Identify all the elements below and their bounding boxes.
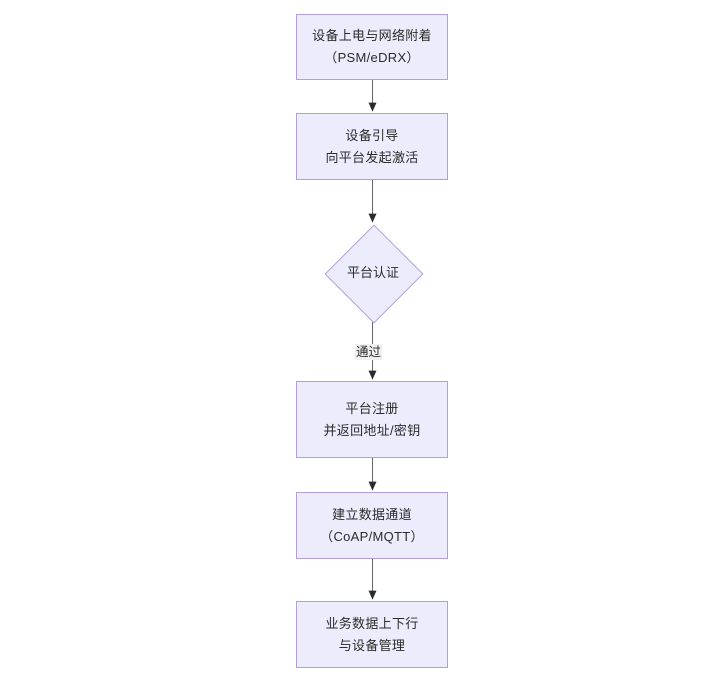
node-platform-registration[interactable]: 平台注册 并返回地址/密钥 [296, 381, 448, 458]
node-label-line-2: （PSM/eDRX） [324, 50, 420, 65]
node-establish-data-channel[interactable]: 建立数据通道 （CoAP/MQTT） [296, 492, 448, 559]
node-label-line-1: 平台注册 [345, 400, 399, 416]
node-device-power-on[interactable]: 设备上电与网络附着 （PSM/eDRX） [296, 14, 448, 80]
node-device-bootstrap[interactable]: 设备引导 向平台发起激活 [296, 113, 448, 180]
node-label-line-2: （CoAP/MQTT） [320, 528, 424, 544]
node-label-line-2: 与设备管理 [338, 637, 406, 653]
node-label-line-1: 建立数据通道 [332, 506, 412, 522]
edge-label-pass: 通过 [355, 344, 383, 360]
node-label-line-1: 设备上电与网络附着 [312, 28, 432, 43]
node-label-line-2: 向平台发起激活 [325, 149, 419, 165]
node-label-line-1: 业务数据上下行 [325, 615, 419, 631]
node-label-line-1: 平台认证 [346, 264, 399, 280]
node-label-line-1: 设备引导 [345, 127, 399, 143]
node-label-line-2: 并返回地址/密钥 [323, 422, 421, 438]
node-platform-authentication[interactable]: 平台认证 [324, 224, 424, 323]
node-business-data-and-device-management[interactable]: 业务数据上下行 与设备管理 [296, 601, 448, 668]
